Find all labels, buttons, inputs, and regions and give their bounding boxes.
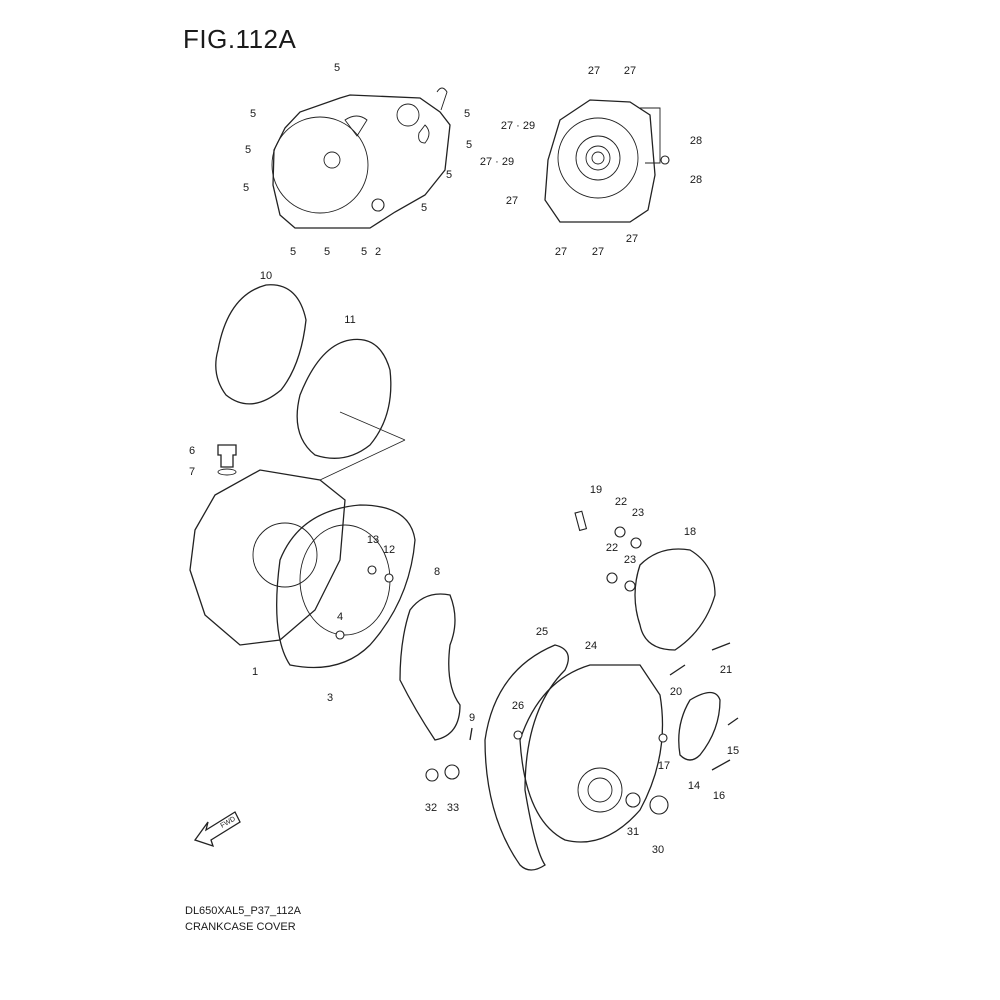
callout: 19 bbox=[590, 484, 602, 496]
callout: 5 bbox=[421, 202, 427, 214]
callout: 5 bbox=[361, 246, 367, 258]
callout: 18 bbox=[684, 526, 696, 538]
callout: 5 bbox=[290, 246, 296, 258]
callout: 10 bbox=[260, 270, 272, 282]
callout: 5 bbox=[243, 182, 249, 194]
generator-cover-24 bbox=[519, 664, 664, 843]
gasket-3 bbox=[276, 504, 416, 669]
fwd-arrow-icon: FWD bbox=[193, 811, 241, 848]
gasket-8 bbox=[399, 593, 461, 741]
diagram-code: DL650XAL5_P37_112A bbox=[185, 905, 302, 917]
fasteners bbox=[335, 510, 739, 815]
callout: 27 · 29 bbox=[501, 120, 535, 132]
callout: 1 bbox=[252, 666, 258, 678]
callout: 5 bbox=[334, 62, 340, 74]
oil-filler-plug bbox=[217, 444, 237, 468]
callout: 20 bbox=[670, 686, 682, 698]
generator-cover-part bbox=[544, 99, 670, 223]
callout: 24 bbox=[585, 640, 597, 652]
callout: 5 bbox=[466, 139, 472, 151]
figure-title: FIG.112A bbox=[183, 24, 297, 54]
callout: 33 bbox=[447, 802, 459, 814]
callout: 27 bbox=[592, 246, 604, 258]
callout: 27 bbox=[588, 65, 600, 77]
callout: 11 bbox=[344, 314, 355, 326]
diagram-caption: CRANKCASE COVER bbox=[185, 921, 296, 933]
cover-plate-10 bbox=[215, 284, 307, 405]
gasket-25 bbox=[484, 644, 569, 871]
callout: 27 · 29 bbox=[480, 156, 514, 168]
callout-labels: 5 5 5 5 5 5 5 5 5 5 5 2 27 27 27 · 29 27… bbox=[189, 62, 739, 856]
callout: 5 bbox=[250, 108, 256, 120]
callout: 31 bbox=[627, 826, 639, 838]
callout: 30 bbox=[652, 844, 664, 856]
callout: 6 bbox=[189, 445, 195, 457]
callout: 12 bbox=[383, 544, 395, 556]
callout: 14 bbox=[688, 780, 700, 792]
callout: 5 bbox=[464, 108, 470, 120]
callout: 27 bbox=[626, 233, 638, 245]
clutch-cover-part bbox=[271, 87, 451, 229]
callout: 22 bbox=[615, 496, 627, 508]
callout: 5 bbox=[446, 169, 452, 181]
callout: 17 bbox=[658, 760, 670, 772]
callout: 27 bbox=[555, 246, 567, 258]
bracket-14 bbox=[678, 691, 721, 761]
gasket-plate-11 bbox=[296, 338, 392, 459]
callout: 28 bbox=[690, 135, 702, 147]
callout: 16 bbox=[713, 790, 725, 802]
callout: 27 bbox=[624, 65, 636, 77]
callout: 3 bbox=[327, 692, 333, 704]
callout: 7 bbox=[189, 466, 195, 478]
crankcase-cover-1 bbox=[189, 469, 346, 646]
callout: 13 bbox=[367, 534, 379, 546]
callout: 26 bbox=[512, 700, 524, 712]
callout: 5 bbox=[324, 246, 330, 258]
callout: 4 bbox=[337, 611, 343, 623]
o-ring bbox=[217, 468, 237, 476]
callout: 15 bbox=[727, 745, 739, 757]
cover-18 bbox=[634, 548, 716, 651]
callout: 5 bbox=[245, 144, 251, 156]
callout: 27 bbox=[506, 195, 518, 207]
callout: 23 bbox=[624, 554, 636, 566]
callout: 2 bbox=[375, 246, 381, 258]
callout: 23 bbox=[632, 507, 644, 519]
callout: 21 bbox=[720, 664, 732, 676]
callout: 25 bbox=[536, 626, 548, 638]
callout: 32 bbox=[425, 802, 437, 814]
callout: 9 bbox=[469, 712, 475, 724]
callout: 8 bbox=[434, 566, 440, 578]
callout: 22 bbox=[606, 542, 618, 554]
callout: 28 bbox=[690, 174, 702, 186]
